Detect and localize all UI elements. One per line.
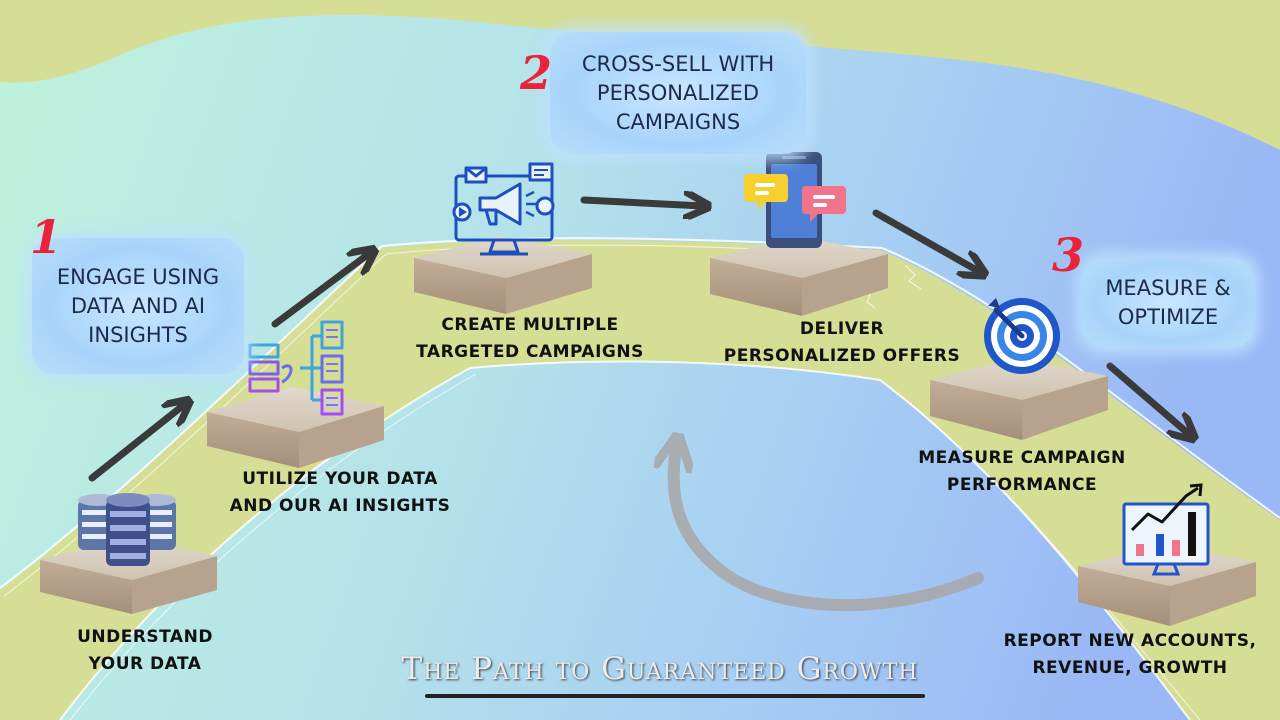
pedestal-2 bbox=[207, 387, 384, 468]
flow-arrow-1 bbox=[88, 404, 185, 482]
pedestal-5 bbox=[930, 358, 1108, 440]
callout-3-text: MEASURE & OPTIMIZE bbox=[1105, 276, 1231, 329]
flow-arrow-5 bbox=[1106, 362, 1190, 435]
step-label-deliver: DELIVER PERSONALIZED OFFERS bbox=[723, 319, 961, 366]
callout-2-text: CROSS-SELL WITH PERSONALIZED CAMPAIGNS bbox=[581, 51, 775, 134]
callout-3-number: 3 bbox=[1052, 228, 1085, 282]
callout-1-text: ENGAGE USING DATA AND AI INSIGHTS bbox=[56, 264, 220, 347]
callout-3-box: MEASURE & OPTIMIZE bbox=[1082, 258, 1254, 348]
step-label-understand: UNDERSTAND YOUR DATA bbox=[77, 627, 213, 674]
marketing-monitor-icon bbox=[452, 162, 555, 256]
phone-messages-icon bbox=[744, 152, 846, 248]
callout-2-box: CROSS-SELL WITH PERSONALIZED CAMPAIGNS bbox=[550, 32, 806, 154]
callout-1-box: ENGAGE USING DATA AND AI INSIGHTS bbox=[32, 238, 244, 374]
step-label-utilize: UTILIZE YOUR DATA AND OUR AI INSIGHTS bbox=[229, 469, 451, 516]
callout-2-number: 2 bbox=[520, 46, 553, 100]
step-label-report: REPORT NEW ACCOUNTS, REVENUE, GROWTH bbox=[1003, 631, 1257, 678]
flow-arrow-3 bbox=[580, 200, 703, 206]
step-label-measure: MEASURE CAMPAIGN PERFORMANCE bbox=[918, 448, 1126, 495]
title-underline bbox=[425, 694, 925, 698]
pedestal-4 bbox=[710, 236, 888, 316]
flow-arrow-2 bbox=[271, 253, 370, 328]
growth-chart-icon bbox=[1122, 483, 1210, 576]
database-icon bbox=[78, 493, 176, 566]
flow-arrow-4 bbox=[872, 209, 980, 272]
return-arrow bbox=[674, 448, 984, 612]
page-title: The Path to Guaranteed Growth bbox=[401, 651, 919, 687]
callout-1-number: 1 bbox=[30, 210, 63, 264]
step-label-create: CREATE MULTIPLE TARGETED CAMPAIGNS bbox=[416, 315, 644, 362]
pedestal-3 bbox=[414, 236, 592, 314]
target-icon bbox=[984, 298, 1060, 374]
data-flow-icon bbox=[248, 320, 344, 416]
